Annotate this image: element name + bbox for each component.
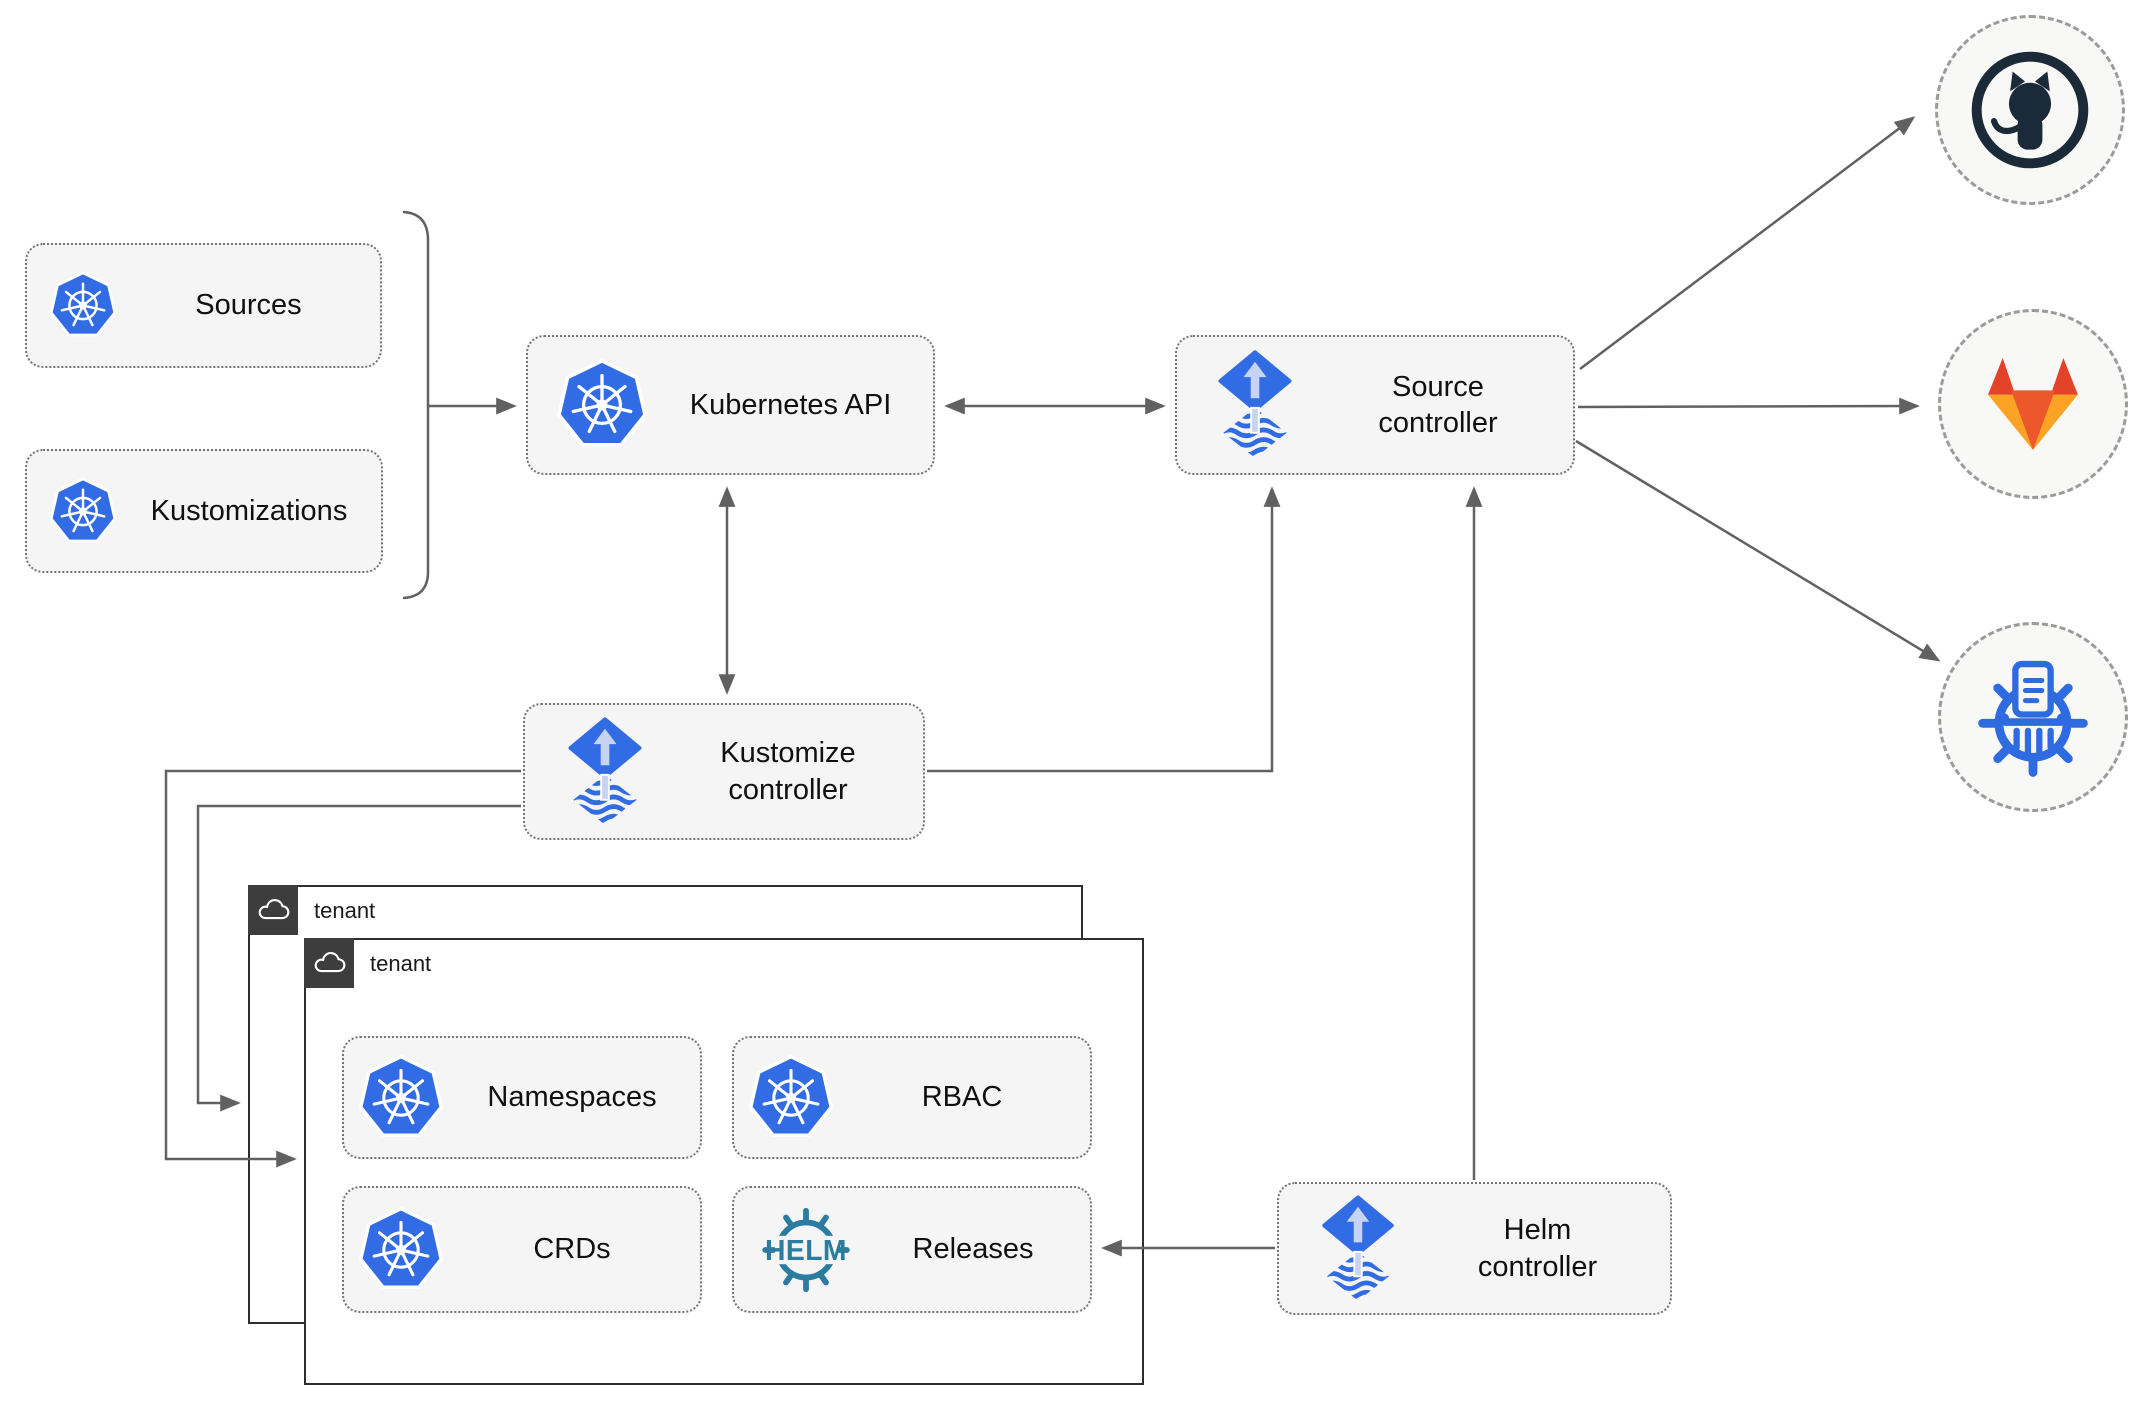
helm-icon: HELM — [762, 1207, 850, 1292]
edge-kustomize-controller-to-source-controller — [927, 486, 1281, 773]
node-crds-label: CRDs — [533, 1233, 611, 1266]
edge-bracket-sources-kustomizations — [402, 210, 430, 600]
kubernetes-icon — [49, 270, 117, 341]
external-github — [1935, 15, 2125, 205]
node-rbac: RBAC — [732, 1036, 1092, 1159]
tenant-label: tenant — [314, 898, 376, 923]
cloud-icon — [256, 898, 290, 923]
node-kustomizations-label: Kustomizations — [150, 494, 348, 527]
edge-source-controller-to-github — [1579, 116, 1916, 370]
kustomize-registry-icon — [1978, 660, 2088, 777]
kubernetes-icon — [358, 1205, 444, 1295]
node-kustomize-controller-label: Kustomize controller — [720, 737, 856, 806]
external-gitlab — [1938, 309, 2128, 499]
node-helm-controller: Helm controller — [1277, 1182, 1672, 1315]
node-kubernetes-api: Kubernetes API — [526, 335, 935, 475]
github-icon — [1971, 51, 2089, 169]
edge-source-controller-to-gitlab — [1577, 397, 1920, 415]
node-crds: CRDs — [342, 1186, 702, 1313]
cloud-icon — [312, 951, 346, 976]
node-namespaces-label: Namespaces — [487, 1081, 657, 1114]
flux-icon — [557, 717, 653, 827]
kubernetes-icon — [49, 476, 117, 547]
node-helm-controller-label: Helm controller — [1477, 1214, 1598, 1283]
external-kustomize-registry — [1938, 622, 2128, 812]
node-namespaces: Namespaces — [342, 1036, 702, 1159]
tenant-frame-front: tenant Namespaces RBAC CRDs — [304, 938, 1144, 1385]
kubernetes-icon — [358, 1053, 444, 1143]
node-rbac-label: RBAC — [921, 1081, 1003, 1114]
node-sources-label: Sources — [195, 289, 302, 322]
node-releases-label: Releases — [912, 1233, 1034, 1266]
tenant-tab — [248, 885, 298, 935]
kubernetes-icon — [556, 357, 648, 453]
tenant-label: tenant — [370, 951, 432, 976]
node-source-controller: Source controller — [1175, 335, 1575, 475]
node-kustomize-controller: Kustomize controller — [523, 703, 925, 840]
flux-icon — [1311, 1195, 1405, 1303]
kubernetes-icon — [748, 1053, 834, 1143]
tenant-tab — [304, 938, 354, 988]
node-kubernetes-api-label: Kubernetes API — [689, 388, 892, 421]
helm-logo-text: HELM — [765, 1235, 847, 1267]
node-source-controller-label: Source controller — [1378, 370, 1498, 439]
node-sources: Sources — [25, 243, 382, 368]
node-kustomizations: Kustomizations — [25, 449, 383, 573]
node-releases: HELM Releases — [732, 1186, 1092, 1313]
flux-icon — [1207, 350, 1303, 460]
edge-source-controller-to-kustomize-registry — [1575, 439, 1941, 662]
gitlab-icon — [1988, 358, 2078, 450]
